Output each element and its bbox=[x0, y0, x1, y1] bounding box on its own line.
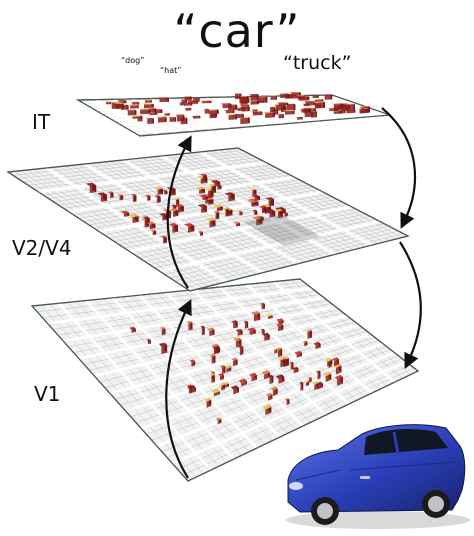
feedback-arrow-v2-to-v1 bbox=[399, 241, 422, 369]
v1-plane bbox=[30, 278, 420, 482]
layer-label-v1: V1 bbox=[34, 382, 61, 406]
layer-label-v2-v4: V2/V4 bbox=[12, 236, 72, 260]
layer-label-it: IT bbox=[32, 110, 51, 134]
car-image bbox=[286, 424, 470, 529]
main-word-label: “car” bbox=[173, 4, 301, 58]
v2-v4-plane bbox=[6, 147, 410, 292]
alt-word-label-dog: “dog” bbox=[121, 56, 145, 65]
feedback-arrow-it-to-v2 bbox=[381, 107, 417, 229]
alt-word-label-hat: “hat” bbox=[160, 66, 182, 75]
it-plane bbox=[75, 92, 391, 137]
alt-word-label-truck: “truck” bbox=[283, 52, 352, 74]
feedforward-arrow-v1-to-v2 bbox=[165, 299, 192, 479]
feedforward-arrow-v2-to-it bbox=[166, 135, 192, 289]
